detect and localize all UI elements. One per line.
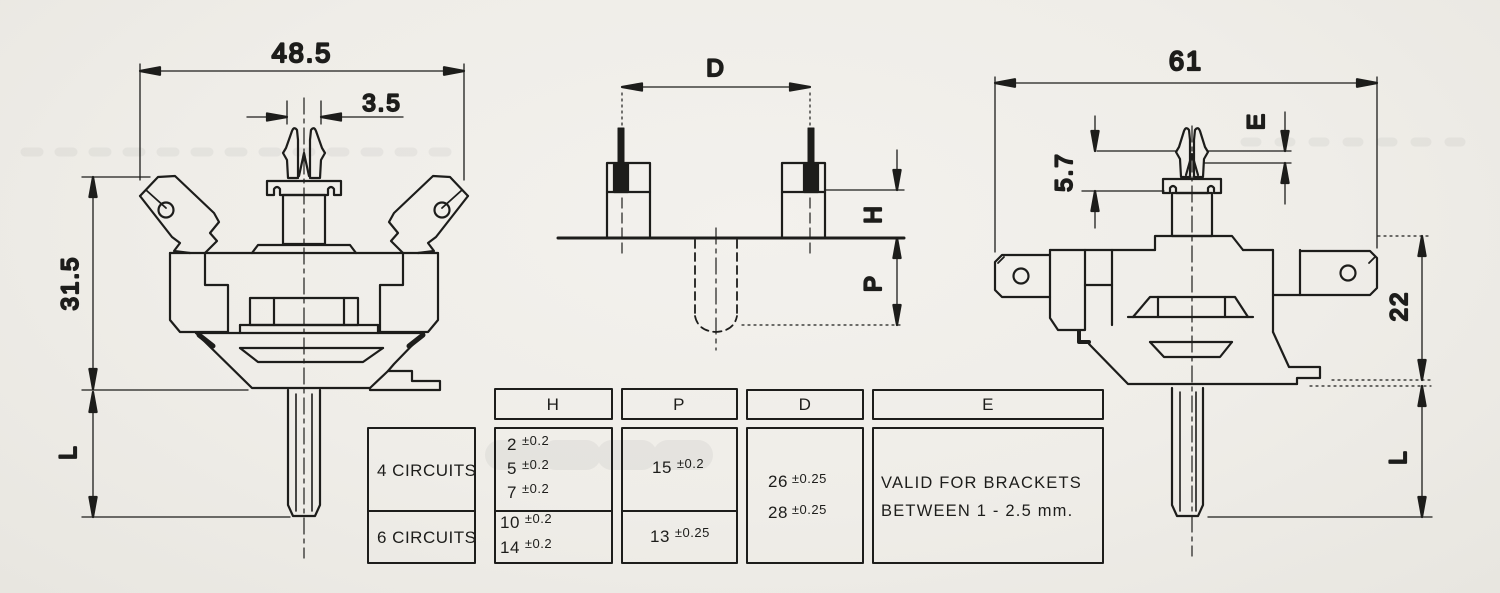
rear-left-tab-hole [1012,267,1030,285]
front-left-tab [138,174,221,255]
front-left-tab-hole [157,201,175,219]
table-header-p-label: P [673,395,685,414]
rear-body [1048,248,1322,386]
table-cell-h-4c-value-2: 5±0.2 [507,457,549,478]
dim-front-height-label: 31.5 [57,256,84,311]
dim-front-width-label: 48.5 [272,38,333,68]
dim-front-height: 31.5 [56,175,249,391]
rear-right-tab [1298,249,1379,297]
dim-back-height: 22 [1331,234,1432,382]
dim-pin-spacing-label: D [706,55,725,82]
front-shaft [286,388,322,518]
table-cell-p-6c: 13±0.25 [650,525,710,546]
dim-bracket-gap: E [1203,111,1292,205]
dim-hole-depth: P [741,237,905,327]
table-cell-h-4c-value-3: 7±0.2 [507,481,549,502]
hidden-hole [694,227,738,351]
table-cell-d-value-1: 26±0.25 [768,471,827,491]
left-post [605,127,652,255]
table-header-d-label: D [799,395,812,414]
dim-front-width: 48.5 [138,37,466,181]
table-header-d [746,389,864,420]
front-right-tab-hole [433,201,451,219]
dim-post-height: H [825,149,905,260]
dim-back-width-label: 61 [1169,46,1203,76]
dim-post-height-label: H [860,204,887,223]
dim-front-shaft-label: L [55,444,82,459]
right-post [780,127,827,255]
table-row-label-6-circuits: 6 CIRCUITS [377,528,476,547]
table-header-p [621,388,738,420]
table-col-e [872,427,1104,564]
dim-back-height-label: 22 [1386,291,1413,322]
dim-back-width: 61 [993,45,1379,253]
table-cell-h-6c-value-1: 10±0.2 [500,511,552,532]
table-cell-e-note-line-1: VALID FOR BRACKETS [881,474,1082,492]
table-cell-d-value-2: 28±0.25 [768,502,827,522]
table-cell-h-6c-value-2: 14±0.2 [500,536,552,557]
dim-clip-width-label: 3.5 [362,90,401,117]
dim-front-shaft-length: L [54,390,291,519]
table-rowlabel-box [367,427,476,564]
dim-pin-spacing: D [620,54,812,127]
table-row-label-4-circuits: 4 CIRCUITS [377,461,476,480]
dim-bracket-gap-label: E [1243,112,1270,130]
rear-plinth [1153,234,1245,252]
rear-view: 61 5.7 E [993,45,1433,557]
profile-view: D H P [556,54,906,351]
table-header-h [494,388,613,420]
front-body [168,251,442,392]
dim-back-shaft-label: L [1385,449,1412,464]
dim-clip-width: 3.5 [246,89,404,125]
table-col-p [621,427,738,564]
dim-clip-height: 5.7 [1050,115,1178,229]
table-cell-p-4c: 15±0.2 [652,456,704,477]
front-snap-clip-icon [265,127,343,246]
front-top-plate [250,243,358,255]
table-header-e-label: E [982,395,994,414]
dim-clip-height-label: 5.7 [1051,152,1078,191]
dim-back-shaft-length: L [1207,384,1433,519]
dim-hole-depth-label: P [860,274,887,292]
table-cell-h-4c-value-1: 2±0.2 [507,433,549,454]
table-header-e [872,389,1104,420]
rear-shaft [1170,386,1205,518]
spec-table: H P D E 4 CIRCUITS 6 CIRCUITS 2±0.2 5±0.… [367,388,1104,564]
table-cell-e-note-line-2: BETWEEN 1 - 2.5 mm. [881,502,1073,520]
table-col-d [746,427,864,564]
front-right-tab [387,174,470,255]
front-view: 48.5 3.5 31.5 [54,37,470,559]
rear-left-tab [993,253,1052,299]
rear-right-tab-hole [1339,264,1357,282]
table-header-h-label: H [547,395,560,414]
rear-snap-clip-icon [1161,127,1223,238]
table-col-h [494,427,613,564]
